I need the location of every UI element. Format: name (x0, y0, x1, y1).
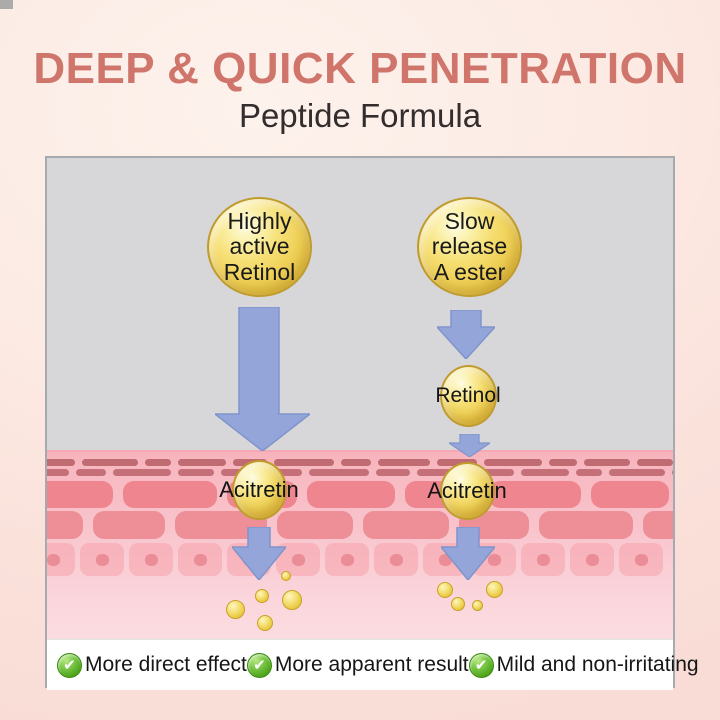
highly-active-retinol-ball: Highly active Retinol (207, 197, 312, 297)
retinol-label: Retinol (435, 384, 501, 407)
diagram-panel: Highly active Retinol Acitretin Slow rel… (45, 156, 699, 690)
droplet (486, 581, 503, 598)
check-icon: ✔ (468, 652, 494, 678)
legend-item: ✔ More apparent result (246, 652, 469, 678)
skin-brick-row (47, 481, 673, 508)
skin-dash-row (47, 469, 673, 476)
small-down-arrow-left (232, 527, 286, 580)
skin-layers (47, 450, 673, 639)
acitretin-ball-right (440, 462, 495, 520)
droplet (437, 582, 453, 598)
droplet (282, 590, 302, 610)
droplet (257, 615, 273, 631)
droplet (451, 597, 465, 611)
big-down-arrow (215, 307, 310, 451)
skin-dash-row (47, 459, 673, 466)
droplet (255, 589, 269, 603)
droplet (226, 600, 245, 619)
acitretin-ball-left (232, 460, 287, 520)
page-subtitle: Peptide Formula (238, 97, 482, 134)
ball-label: Highly active Retinol (223, 208, 296, 285)
check-icon: ✔ (57, 652, 82, 678)
droplet (472, 600, 483, 611)
page-title: DEEP & QUICK PENETRATION (33, 44, 687, 93)
retinol-ball (440, 365, 497, 427)
legend-label: More direct effect (85, 653, 247, 676)
small-down-arrow-right-lower (441, 527, 495, 580)
benefits-bar: ✔ More direct effect ✔ More apparent res… (47, 639, 699, 690)
acitretin-label-right: Acitretin (427, 478, 507, 503)
skin-cell-row (47, 543, 673, 576)
legend-label: More apparent result (274, 653, 469, 676)
surface-zone (47, 158, 673, 450)
check-icon: ✔ (246, 652, 272, 678)
medium-down-arrow-right (437, 310, 495, 359)
skin-brick-row (47, 511, 673, 539)
corner-artifact (0, 0, 13, 9)
legend-label: Mild and non-irritating (496, 653, 699, 676)
acitretin-label-left: Acitretin (219, 477, 299, 502)
droplet (281, 571, 291, 581)
slow-release-a-ester-ball: Slow release A ester (417, 197, 522, 297)
legend-item: ✔ More direct effect (57, 652, 247, 678)
small-down-arrow-right-upper (449, 434, 490, 457)
ball-label: Slow release A ester (431, 208, 508, 285)
legend-item: ✔ Mild and non-irritating (468, 652, 699, 678)
